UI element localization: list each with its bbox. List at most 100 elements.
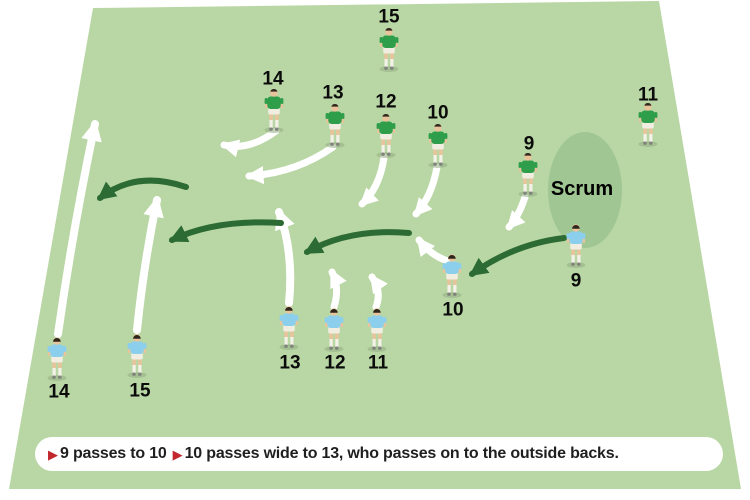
player-sleeve <box>341 113 345 120</box>
player-leg <box>336 128 340 136</box>
player-leg <box>275 113 279 121</box>
player-shorts <box>51 355 63 363</box>
player-boot <box>372 346 376 350</box>
player-sock <box>571 255 575 263</box>
player-sock <box>384 59 388 67</box>
player-leg <box>384 52 388 60</box>
player-sleeve <box>428 133 432 140</box>
player-boot <box>439 162 443 166</box>
player-leg <box>52 361 56 369</box>
player-jersey <box>282 313 296 326</box>
caption-arrow-icon: ▶ <box>48 447 58 462</box>
player-leg <box>335 332 339 340</box>
player-leg <box>390 52 394 60</box>
player-sleeve <box>383 317 387 324</box>
player-sock <box>138 365 142 373</box>
player-leg <box>453 278 457 286</box>
player-boot <box>330 142 334 146</box>
player-sock <box>378 339 382 347</box>
player-blue-9 <box>566 224 586 268</box>
field <box>9 1 741 489</box>
player-boot <box>577 262 581 266</box>
player-green-10 <box>428 124 448 168</box>
player-arm <box>295 320 298 326</box>
player-leg <box>643 127 647 135</box>
player-shorts <box>522 171 534 179</box>
player-boot <box>336 142 340 146</box>
player-sock <box>52 368 56 376</box>
player-green-14 <box>264 89 284 133</box>
player-shorts <box>642 121 654 129</box>
player-sleeve <box>127 343 131 350</box>
player-sleeve <box>325 113 329 120</box>
player-jersey <box>130 341 144 354</box>
player-sleeve <box>143 343 147 350</box>
player-boot <box>649 141 653 145</box>
player-boot <box>284 344 288 348</box>
player-arm <box>326 118 329 124</box>
player-jersey <box>445 261 459 274</box>
player-jersey <box>431 131 445 144</box>
player-sleeve <box>458 263 462 270</box>
player-leg <box>372 332 376 340</box>
player-shorts <box>131 352 143 360</box>
player-leg <box>329 332 333 340</box>
player-sock <box>381 145 385 153</box>
player-shadow <box>279 344 299 350</box>
player-leg <box>571 248 575 256</box>
player-sock <box>523 184 527 192</box>
player-sleeve <box>264 98 268 105</box>
player-arm <box>280 320 283 326</box>
player-sleeve <box>395 37 399 44</box>
player-sleeve <box>534 162 538 169</box>
player-arm <box>143 348 146 354</box>
player-sleeve <box>340 317 344 324</box>
player-boot <box>390 66 394 70</box>
player-boot <box>387 152 391 156</box>
player-shadow <box>376 152 396 158</box>
player-sleeve <box>376 123 380 130</box>
player-hair <box>133 335 141 339</box>
player-leg <box>290 330 294 338</box>
player-boot <box>335 346 339 350</box>
player-hair <box>270 89 278 92</box>
player-sock <box>649 134 653 142</box>
player-number-label: 14 <box>48 382 70 403</box>
player-shadow <box>367 346 387 352</box>
player-sleeve <box>654 112 658 119</box>
player-jersey <box>382 35 396 48</box>
player-boot <box>447 292 451 296</box>
player-shadow <box>127 372 147 378</box>
player-boot <box>384 66 388 70</box>
player-sleeve <box>518 162 522 169</box>
run-arrow-4 <box>368 273 388 311</box>
player-sock <box>447 285 451 293</box>
player-shadow <box>47 375 67 381</box>
player-arm <box>392 128 395 134</box>
player-shadow <box>264 127 284 133</box>
run-arrow-0 <box>54 119 102 338</box>
player-jersey <box>379 121 393 134</box>
player-sock <box>330 135 334 143</box>
player-sleeve <box>367 317 371 324</box>
player-hair <box>448 255 456 259</box>
caption-text: 9 passes to 10 <box>60 445 167 462</box>
player-hair <box>434 124 442 127</box>
player-arm <box>325 322 328 328</box>
player-arm <box>341 118 344 124</box>
player-jersey <box>641 110 655 123</box>
player-blue-14 <box>47 337 67 381</box>
player-shadow <box>566 262 586 268</box>
player-sock <box>372 339 376 347</box>
player-arm <box>377 128 380 134</box>
player-arm <box>395 42 398 48</box>
player-number-label: 13 <box>322 83 343 104</box>
player-sock <box>329 339 333 347</box>
caption-arrow-icon: ▶ <box>172 447 183 462</box>
player-sock <box>284 337 288 345</box>
player-sock <box>433 155 437 163</box>
player-sleeve <box>638 112 642 119</box>
player-sleeve <box>442 263 446 270</box>
player-arm <box>567 238 570 244</box>
